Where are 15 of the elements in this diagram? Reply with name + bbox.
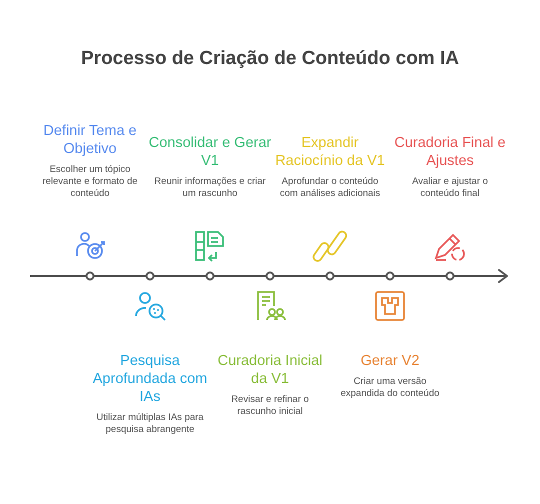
step-description: Criar uma versão expandida do conteúdo [340, 376, 440, 400]
step-description: Aprofundar o conteúdo com análises adicionais [278, 176, 382, 200]
step-description: Reunir informações e criar um rascunho [154, 176, 266, 200]
step-heading: Pesquisa Aprofundada com IAs [92, 352, 208, 406]
step-heading: Definir Tema e Objetivo [42, 122, 138, 158]
step-description: Escolher um tópico relevante e formato de conteúdo [41, 164, 139, 200]
step-heading: Consolidar e Gerar V1 [148, 134, 272, 170]
step-heading: Expandir Raciocínio da V1 [274, 134, 386, 170]
step-description: Utilizar múltiplas IAs para pesquisa abrangente [95, 412, 205, 436]
step-heading: Curadoria Final e Ajustes [393, 134, 507, 170]
step-heading: Gerar V2 [360, 352, 420, 370]
step-heading: Curadoria Inicial da V1 [216, 352, 324, 388]
diagram-title: Processo de Criação de Conteúdo com IA [80, 48, 460, 70]
step-description: Avaliar e ajustar o conteúdo final [411, 176, 489, 200]
step-description: Revisar e refinar o rascunho inicial [230, 394, 310, 418]
